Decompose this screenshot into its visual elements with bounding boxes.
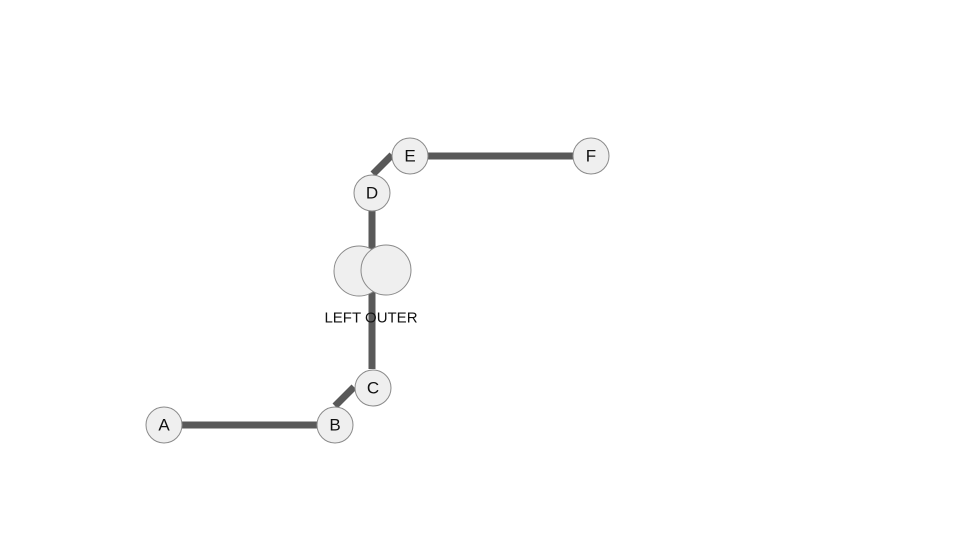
node-f-label: F	[586, 147, 596, 166]
node-a-label: A	[158, 416, 170, 435]
node-d-circle	[353, 174, 391, 212]
node-f-circle	[572, 137, 610, 175]
node-e[interactable]: E	[391, 137, 429, 175]
edge-b-c	[332, 384, 357, 409]
node-b-label: B	[329, 416, 340, 435]
edge-d-e	[370, 152, 395, 177]
join-venn-icon	[333, 244, 412, 297]
node-b[interactable]: B	[316, 406, 354, 444]
join-right-circle	[360, 244, 412, 296]
node-a-circle	[145, 406, 183, 444]
node-d-label: D	[366, 184, 378, 203]
node-a[interactable]: A	[145, 406, 183, 444]
node-e-circle	[391, 137, 429, 175]
node-c[interactable]: C	[354, 369, 392, 407]
node-f[interactable]: F	[572, 137, 610, 175]
node-d[interactable]: D	[353, 174, 391, 212]
node-c-circle	[354, 369, 392, 407]
join-type-label: LEFT OUTER	[324, 310, 417, 327]
node-c-label: C	[367, 379, 379, 398]
node-e-label: E	[404, 147, 415, 166]
node-b-circle	[316, 406, 354, 444]
